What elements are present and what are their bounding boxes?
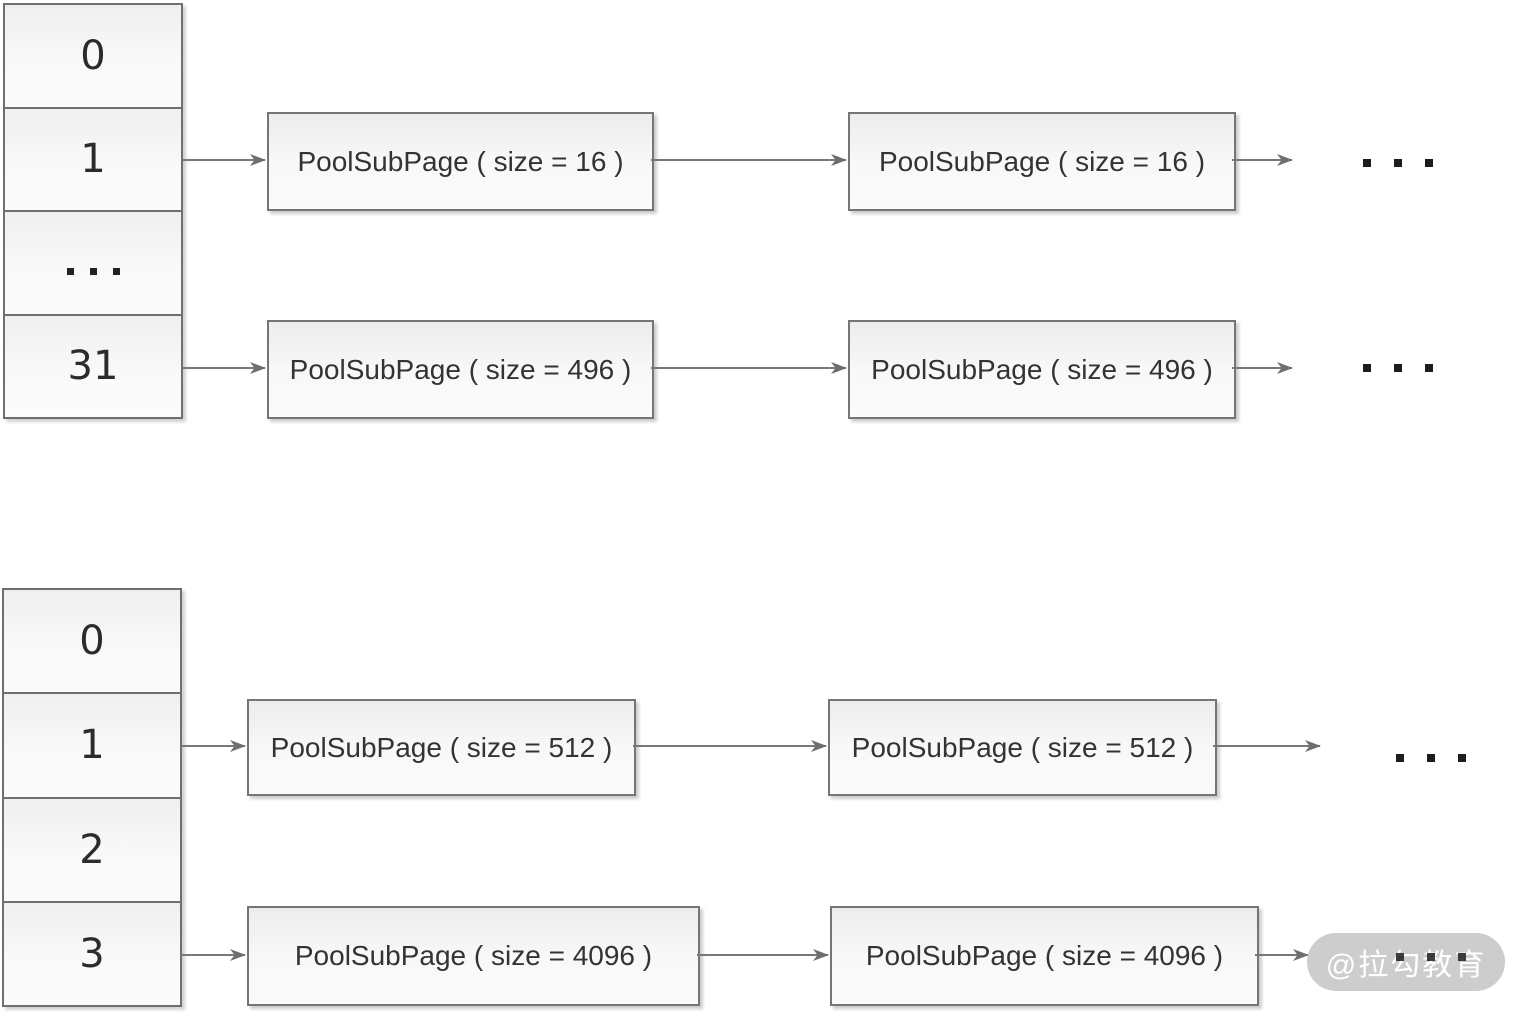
cell-label: 0 [79, 618, 105, 665]
cell-label: 31 [67, 343, 119, 390]
node-size16-second: PoolSubPage ( size = 16 ) [848, 112, 1236, 211]
array-cell-1: 1 [5, 108, 181, 212]
node-size512-second: PoolSubPage ( size = 512 ) [828, 699, 1217, 796]
array-cell-0: 0 [4, 590, 180, 695]
cell-label: 3 [79, 930, 105, 977]
ellipsis-dots [1363, 159, 1433, 167]
cell-label: 0 [80, 32, 106, 79]
node-size16-first: PoolSubPage ( size = 16 ) [267, 112, 654, 211]
node-size4096-second: PoolSubPage ( size = 4096 ) [830, 906, 1259, 1006]
ellipsis-dots [1396, 953, 1466, 961]
node-size496-second: PoolSubPage ( size = 496 ) [848, 320, 1236, 419]
ellipsis-dots [1396, 754, 1466, 762]
array-cell-1: 1 [4, 694, 180, 799]
node-size496-first: PoolSubPage ( size = 496 ) [267, 320, 654, 419]
array-cell-ellipsis [5, 212, 181, 316]
array-cell-31: 31 [5, 315, 181, 417]
cell-label: 2 [79, 826, 105, 873]
array-cell-2: 2 [4, 798, 180, 903]
cell-label: 1 [80, 136, 106, 183]
watermark-badge: @拉勾教育 [1307, 933, 1505, 991]
ellipsis-dots [66, 268, 120, 276]
array-cell-3: 3 [4, 902, 180, 1005]
array-cell-0: 0 [5, 5, 181, 109]
node-size512-first: PoolSubPage ( size = 512 ) [247, 699, 636, 796]
ellipsis-dots [1363, 364, 1433, 372]
cell-label: 1 [79, 722, 105, 769]
small-subpage-index-array: 0 1 2 3 [2, 588, 182, 1007]
tiny-subpage-index-array: 0 1 31 [3, 3, 183, 419]
